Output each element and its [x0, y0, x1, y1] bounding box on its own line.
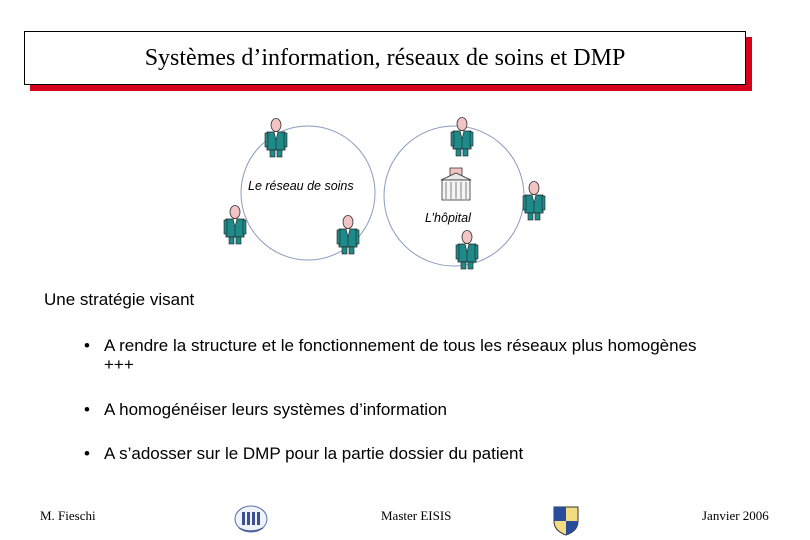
- bullet-list: • A rendre la structure et le fonctionne…: [84, 336, 724, 463]
- crest-logo: [553, 506, 579, 536]
- bullet-text: A rendre la structure et le fonctionneme…: [104, 336, 697, 374]
- network-label: Le réseau de soins: [248, 179, 354, 193]
- footer-date: Janvier 2006: [702, 508, 769, 523]
- person-icon: [522, 181, 546, 221]
- person-icon: [336, 215, 360, 255]
- network-circle: [240, 125, 376, 261]
- person-icon: [450, 117, 474, 157]
- person-icon: [223, 205, 247, 245]
- footer-course: Master EISIS: [381, 508, 452, 523]
- bullet-symbol: •: [84, 336, 90, 355]
- university-logo: [234, 505, 268, 533]
- bullet-symbol: •: [84, 400, 90, 419]
- slide-title: Systèmes d’information, réseaux de soins…: [144, 44, 626, 71]
- hospital-label: L’hôpital: [425, 211, 471, 225]
- list-item: • A s’adosser sur le DMP pour la partie …: [84, 444, 724, 463]
- footer-author: M. Fieschi: [40, 508, 96, 523]
- bullet-symbol: •: [84, 444, 90, 463]
- list-item: • A rendre la structure et le fonctionne…: [84, 336, 724, 374]
- hospital-icon: [440, 167, 472, 201]
- intro-text: Une stratégie visant: [44, 290, 195, 309]
- person-icon: [264, 118, 288, 158]
- bullet-text: A homogénéiser leurs systèmes d’informat…: [104, 400, 447, 419]
- network-diagram: [223, 117, 546, 270]
- list-item: • A homogénéiser leurs systèmes d’inform…: [84, 400, 724, 419]
- bullet-text: A s’adosser sur le DMP pour la partie do…: [104, 444, 524, 463]
- slide-title-box: Systèmes d’information, réseaux de soins…: [24, 31, 746, 85]
